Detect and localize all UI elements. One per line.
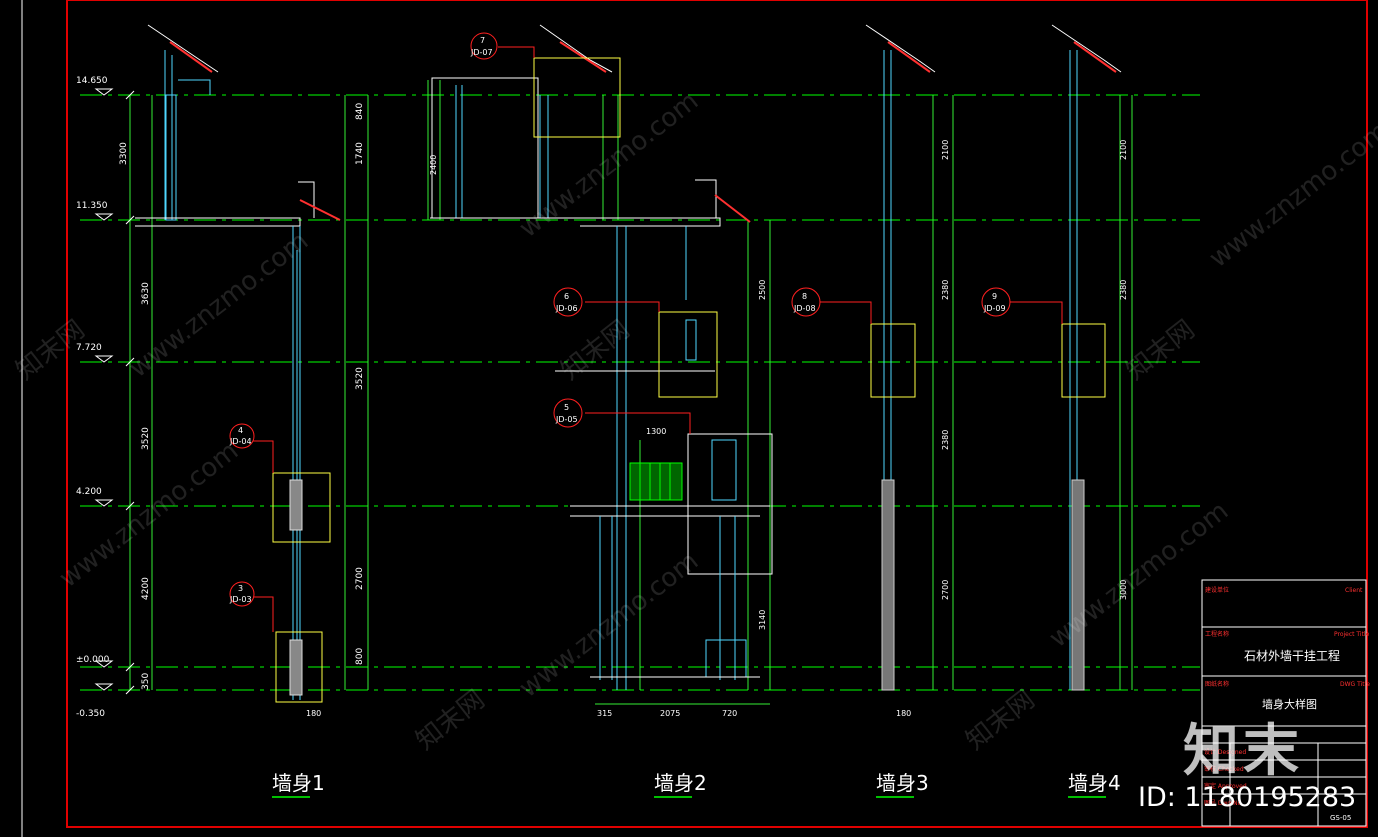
dim-text: 840 [355, 103, 365, 120]
detail-box-jd-09 [1061, 323, 1106, 398]
dim-text: 1300 [646, 427, 666, 436]
callout-ref: JD-03 [229, 595, 252, 604]
tb-project-label-en: Project Title [1334, 631, 1370, 638]
wall-section-3: 8 JD-08 2100 2380 2380 2700 180 [791, 24, 954, 718]
level-label: 7.720 [76, 343, 102, 353]
callout-ref: JD-05 [555, 415, 578, 424]
tb-drawing-label: 图纸名称 [1205, 680, 1229, 688]
dim-text: 3000 [1119, 580, 1128, 600]
dim-text: 1740 [355, 142, 365, 165]
detail-box-jd-07 [533, 57, 621, 138]
tb-row: 审定 Approved [1204, 782, 1247, 790]
dim-text: 3630 [141, 282, 151, 305]
wall-section-1: 3300 3630 3520 4200 350 840 1740 3520 27… [119, 24, 369, 718]
dim-text: 2500 [758, 280, 767, 300]
level-label: ±0.000 [76, 655, 110, 665]
level-label: 14.650 [76, 76, 108, 86]
tb-project-label: 工程名称 [1205, 630, 1229, 638]
level-label: -0.350 [76, 709, 105, 719]
level-markers [94, 88, 114, 691]
dim-text: 2380 [941, 280, 950, 300]
callout-ref: JD-06 [555, 304, 578, 313]
outer-frame [66, 0, 1368, 828]
callout-ref: JD-07 [470, 48, 493, 57]
brand-logo: 知末 [1183, 719, 1303, 784]
tb-company-label: 建设单位 [1205, 586, 1229, 594]
dim-text: 2380 [1119, 280, 1128, 300]
level-label: 11.350 [76, 201, 108, 211]
dim-text: 2100 [941, 140, 950, 160]
tb-row: 审核 Checked [1204, 765, 1244, 773]
detail-box-jd-08 [870, 323, 916, 398]
detail-box-jd-06 [658, 311, 718, 398]
callout-number: 3 [238, 584, 243, 593]
tb-row: 设计 Designed [1204, 748, 1246, 756]
tb-project-name: 石材外墙干挂工程 [1244, 648, 1340, 663]
dim-text: 2100 [1119, 140, 1128, 160]
dim-text: 3520 [355, 367, 365, 390]
wall-label-2: 墙身2 [654, 771, 707, 795]
callout-number: 8 [802, 292, 807, 301]
title-block: 建设单位 Client 工程名称 Project Title 石材外墙干挂工程 … [1201, 579, 1370, 827]
callout-number: 9 [992, 292, 997, 301]
dim-text: 3520 [141, 427, 151, 450]
dim-text: 2400 [429, 155, 438, 175]
callout-ref: JD-09 [983, 304, 1006, 313]
dim-text: 2380 [941, 430, 950, 450]
dim-text: 2700 [355, 567, 365, 590]
wall-section-2: 7 JD-07 6 JD-06 5 JD-05 315 2075 720 [427, 24, 773, 718]
tb-row: 图号 Dwg.No. [1204, 800, 1243, 807]
detail-box-jd-03 [275, 631, 323, 703]
wall-label-1: 墙身1 [272, 771, 325, 795]
wall-section-4: 9 JD-09 2100 2380 3000 [981, 24, 1133, 691]
wall-label-3: 墙身3 [876, 771, 929, 795]
callout-number: 6 [564, 292, 569, 301]
callout-number: 5 [564, 403, 569, 412]
callout-ref: JD-04 [229, 437, 252, 446]
wall-label-4: 墙身4 [1068, 771, 1121, 795]
dim-text: 315 [597, 709, 612, 718]
dim-text: 3140 [758, 610, 767, 630]
dim-text: 2075 [660, 709, 680, 718]
callout-ref: JD-08 [793, 304, 816, 313]
level-label: 4.200 [76, 487, 102, 497]
dim-text: 4200 [141, 577, 151, 600]
callout-number: 4 [238, 426, 243, 435]
tb-client-label: Client [1345, 587, 1363, 594]
dim-text: 180 [306, 709, 321, 718]
image-id-label: ID: 1180195283 [1138, 782, 1357, 813]
tb-drawing-no: GS-05 [1330, 814, 1351, 822]
dim-text: 3300 [119, 142, 129, 165]
dim-text: 350 [141, 673, 151, 690]
tb-drawing-name: 墙身大样图 [1262, 697, 1317, 711]
detail-box-jd-04 [272, 472, 331, 543]
dim-text: 180 [896, 709, 911, 718]
dim-text: 2700 [941, 580, 950, 600]
tb-drawing-label-en: DWG Title [1340, 681, 1370, 688]
dim-text: 800 [355, 648, 365, 665]
callout-number: 7 [480, 36, 485, 45]
dim-text: 720 [722, 709, 737, 718]
